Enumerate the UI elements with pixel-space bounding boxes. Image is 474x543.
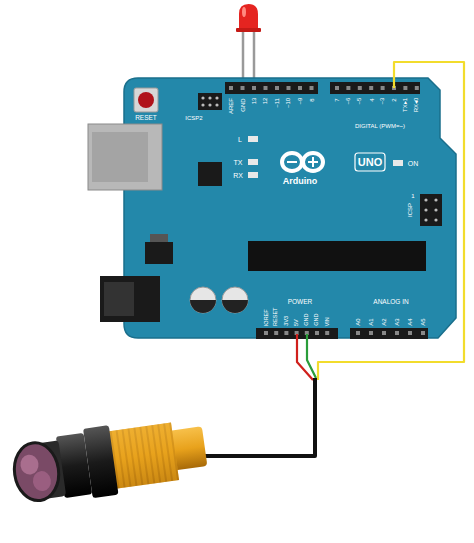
pin-hole	[403, 86, 407, 90]
pin-label: ~3	[380, 98, 386, 105]
pin-label: 2	[391, 98, 397, 101]
pin-hole	[421, 331, 425, 335]
pin-label: 13	[251, 98, 257, 105]
pin-label: ~10	[286, 98, 292, 108]
pin-label: RESET	[273, 308, 279, 326]
pin-hole	[274, 331, 278, 335]
pin-hole	[264, 331, 268, 335]
pin-hole	[310, 86, 314, 90]
pin-hole	[264, 86, 268, 90]
pin-label: A3	[394, 319, 400, 326]
pin-hole	[229, 86, 233, 90]
pin-label: A5	[420, 319, 426, 326]
led-label: ON	[408, 160, 419, 167]
pin-hole	[335, 86, 339, 90]
pin-label: IOREF	[263, 309, 269, 326]
arduino-board	[88, 78, 456, 339]
pin-hole	[395, 331, 399, 335]
pin-hole	[415, 86, 419, 90]
pin-label: RX◂0	[414, 98, 420, 113]
pin-hole	[381, 86, 385, 90]
header-title: POWER	[288, 299, 313, 306]
pin-hole	[287, 86, 291, 90]
pin-label: 7	[334, 98, 340, 101]
header-title: DIGITAL (PWM=~)	[355, 123, 405, 129]
pin-number: 1	[411, 193, 414, 199]
header-title: ANALOG IN	[373, 299, 408, 306]
pin-hole	[241, 86, 245, 90]
pin-hole	[284, 331, 288, 335]
pin-hole	[325, 331, 329, 335]
pin-hole	[315, 331, 319, 335]
pin-hole	[346, 86, 350, 90]
header-label: ICSP	[407, 203, 413, 217]
pin-label: 8	[309, 98, 315, 101]
pin-label: GND	[314, 314, 320, 326]
pin-label: ~6	[345, 98, 351, 105]
ir-sensor	[10, 412, 210, 508]
brand-logo: Arduino	[283, 177, 318, 186]
pin-label: GND	[240, 98, 246, 111]
led	[236, 4, 261, 88]
pin-hole	[369, 331, 373, 335]
model-logo: UNO	[358, 157, 382, 168]
wires	[205, 62, 464, 456]
pin-hole	[252, 86, 256, 90]
pin-label: 3V3	[284, 316, 290, 326]
pin-hole	[275, 86, 279, 90]
pin-label: GND	[304, 314, 310, 326]
pin-label: TX▸1	[402, 98, 408, 112]
pin-label: ~9	[297, 98, 303, 105]
header-pins	[229, 86, 425, 335]
pin-label: 12	[263, 98, 269, 105]
pin-label: AREF	[228, 98, 234, 114]
pin-label: A2	[381, 319, 387, 326]
pin-hole	[356, 331, 360, 335]
pin-hole	[358, 86, 362, 90]
led-label: RX	[233, 172, 243, 179]
pin-label: 5V	[294, 319, 300, 326]
pin-label: ~5	[357, 98, 363, 105]
led-label: L	[238, 136, 242, 143]
pin-hole	[369, 86, 373, 90]
pin-label: ~11	[274, 98, 280, 108]
header-label: ICSP2	[185, 115, 202, 121]
pin-label: A1	[368, 319, 374, 326]
pin-hole	[382, 331, 386, 335]
pin-label: A0	[355, 319, 361, 326]
led-label: TX	[234, 159, 243, 166]
pin-label: 4	[368, 98, 374, 101]
pin-label: VIN	[324, 317, 330, 326]
pin-hole	[298, 86, 302, 90]
pin-label: A4	[407, 319, 413, 326]
pin-hole	[408, 331, 412, 335]
button-label: RESET	[135, 115, 157, 122]
